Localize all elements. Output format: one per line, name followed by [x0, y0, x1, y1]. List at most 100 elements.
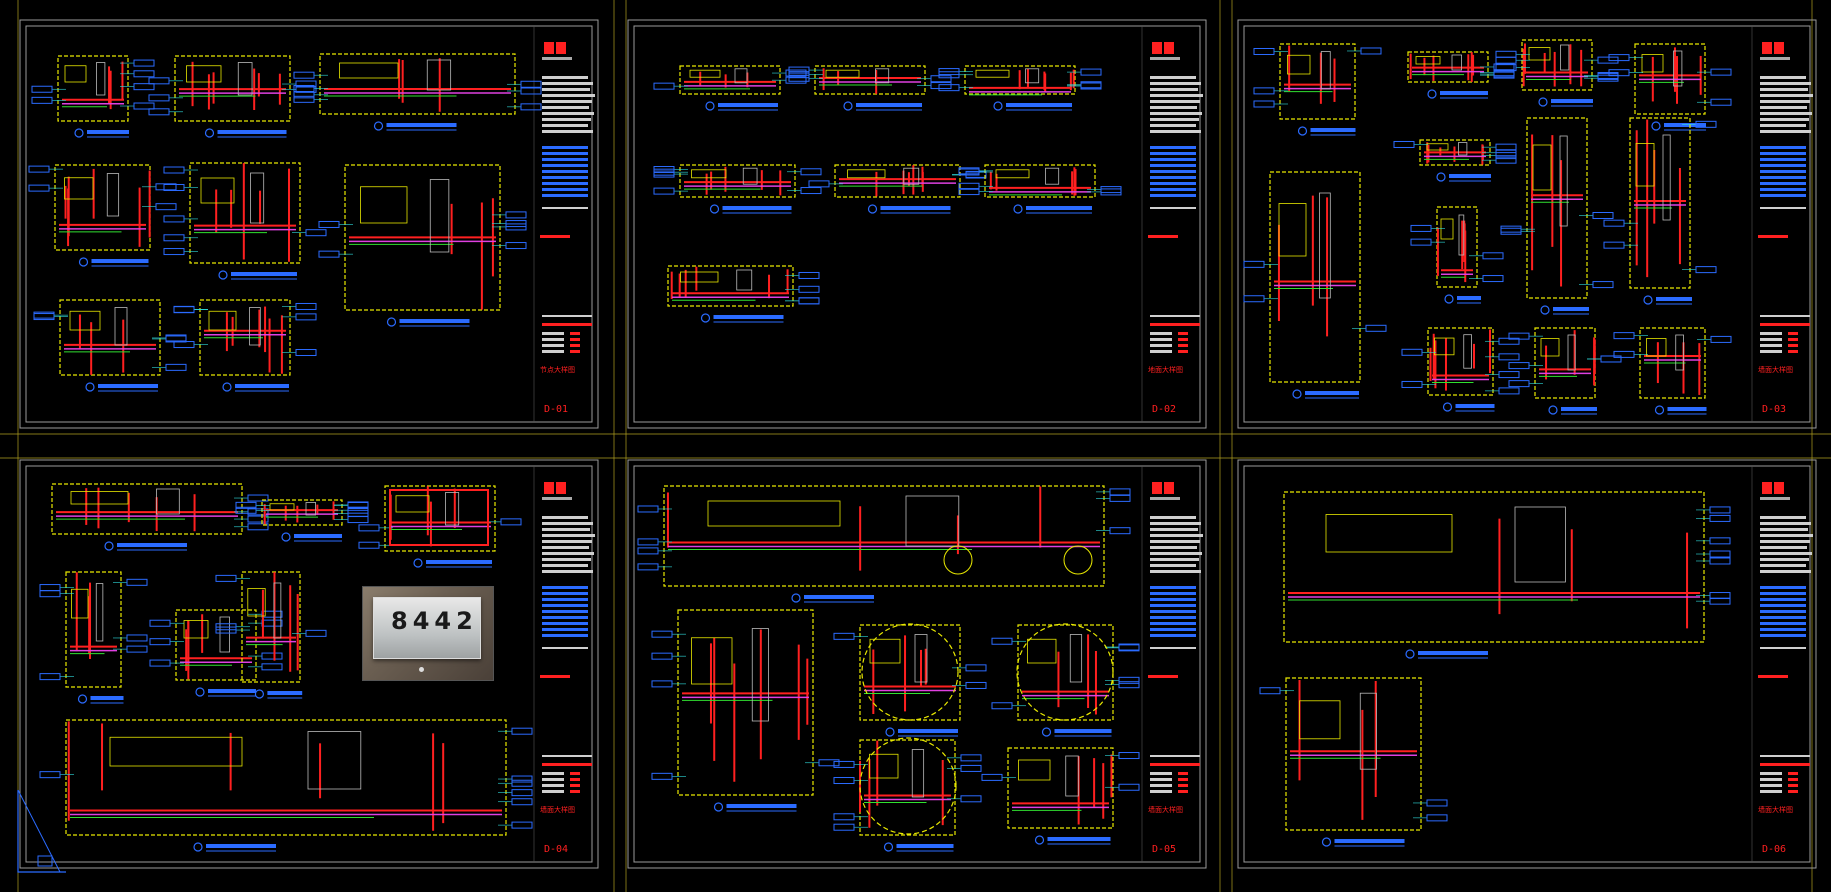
component-outline [360, 186, 408, 224]
profile-outline [95, 583, 104, 642]
note-text-line [542, 534, 595, 537]
spec-text-line [542, 182, 588, 185]
sheet-inner-border [633, 465, 1201, 863]
spec-text-line [1150, 604, 1196, 607]
annotation-tag [247, 515, 269, 523]
info-field-label [1760, 772, 1782, 775]
detail-drawing [1243, 171, 1387, 399]
spec-text-line [1760, 194, 1806, 197]
note-text-line [1760, 534, 1813, 537]
detail-boundary [679, 164, 796, 198]
info-field-value [1788, 772, 1798, 775]
detail-drawing [1500, 117, 1614, 315]
annotation-tag [511, 727, 533, 735]
annotation-tag [653, 187, 675, 195]
detail-title-text [1026, 206, 1092, 210]
profile-outline [875, 68, 890, 84]
detail-drawing [1283, 491, 1731, 659]
spec-text-line [1760, 164, 1806, 167]
detail-title-text [90, 696, 124, 700]
component-outline [183, 620, 209, 639]
detail-boundary [663, 485, 1105, 587]
profile-outline [426, 59, 452, 91]
spec-text-line [542, 152, 588, 155]
annotation-tag [33, 311, 55, 319]
component-outline [975, 69, 1010, 78]
component-outline [707, 500, 841, 527]
info-field-value [1178, 772, 1188, 775]
annotation-tag [1709, 557, 1731, 565]
annotation-tag [1109, 488, 1131, 496]
detail-number-bubble [1297, 126, 1308, 136]
component-outline [339, 62, 399, 79]
annotation-tag [788, 66, 810, 74]
annotation-tag [1426, 814, 1448, 822]
sheet-title: 墙面大样图 [1758, 365, 1793, 374]
detail-drawing [1410, 206, 1504, 304]
component-outline [1646, 338, 1667, 357]
note-text-line [1150, 552, 1202, 555]
spec-text-line [1150, 164, 1196, 167]
spec-text-line [1150, 622, 1196, 625]
detail-number-bubble [1538, 97, 1548, 107]
annotation-tag [1410, 238, 1432, 246]
annotation-tag [653, 170, 675, 178]
annotation-tag [215, 626, 237, 634]
info-field-label [1760, 344, 1782, 347]
note-text-line [542, 564, 588, 567]
annotation-tag [520, 87, 542, 95]
annotation-tag [163, 248, 185, 256]
annotation-tag [1253, 100, 1275, 108]
sheet-inner-border [1243, 25, 1811, 423]
component-outline [71, 588, 89, 619]
detail-number-bubble [1292, 389, 1302, 399]
info-field-label [542, 790, 564, 793]
info-field-value [570, 790, 580, 793]
detail-drawing [667, 265, 820, 323]
component-outline [1532, 144, 1552, 191]
annotation-tag [358, 541, 380, 549]
note-text-line [1150, 130, 1201, 133]
profile-outline [1567, 334, 1576, 371]
logo-mark-left [1762, 482, 1772, 494]
component-outline [1027, 638, 1057, 664]
annotation-tag [173, 341, 195, 349]
project-name-text [542, 323, 592, 326]
annotation-tag [28, 184, 50, 192]
annotation-tag [148, 77, 170, 85]
info-field-value [1788, 332, 1798, 335]
note-text-line [542, 130, 593, 133]
annotation-tag [833, 632, 855, 640]
detail-title-text [1561, 407, 1597, 411]
spec-text-line [1150, 158, 1196, 161]
note-text-line [542, 82, 593, 85]
detail-drawing [51, 483, 269, 551]
logo-text [1760, 57, 1790, 60]
annotation-tag [798, 297, 820, 305]
info-field-label [1760, 784, 1782, 787]
detail-number-bubble [74, 128, 84, 138]
detail-number-bubble [1444, 294, 1454, 304]
detail-title-text [1656, 297, 1692, 301]
note-text-line [1760, 570, 1811, 573]
detail-boundary [1526, 117, 1588, 299]
note-text-line [1150, 88, 1198, 91]
detail-boundary [59, 299, 161, 376]
profile-outline [1320, 51, 1331, 90]
detail-title-text [267, 691, 303, 695]
annotation-tag [235, 506, 257, 514]
detail-title-text [87, 130, 129, 134]
profile-outline [751, 628, 769, 722]
note-text-line [1150, 546, 1197, 549]
detail-drawing [39, 571, 148, 704]
note-text-line [1150, 570, 1201, 573]
note-text-line [542, 558, 591, 561]
logo-text [1760, 497, 1790, 500]
component-outline [64, 65, 87, 83]
detail-drawing [215, 571, 327, 699]
note-text-line [1760, 94, 1813, 97]
annotation-tag [1393, 140, 1415, 148]
annotation-tag [1118, 644, 1140, 652]
